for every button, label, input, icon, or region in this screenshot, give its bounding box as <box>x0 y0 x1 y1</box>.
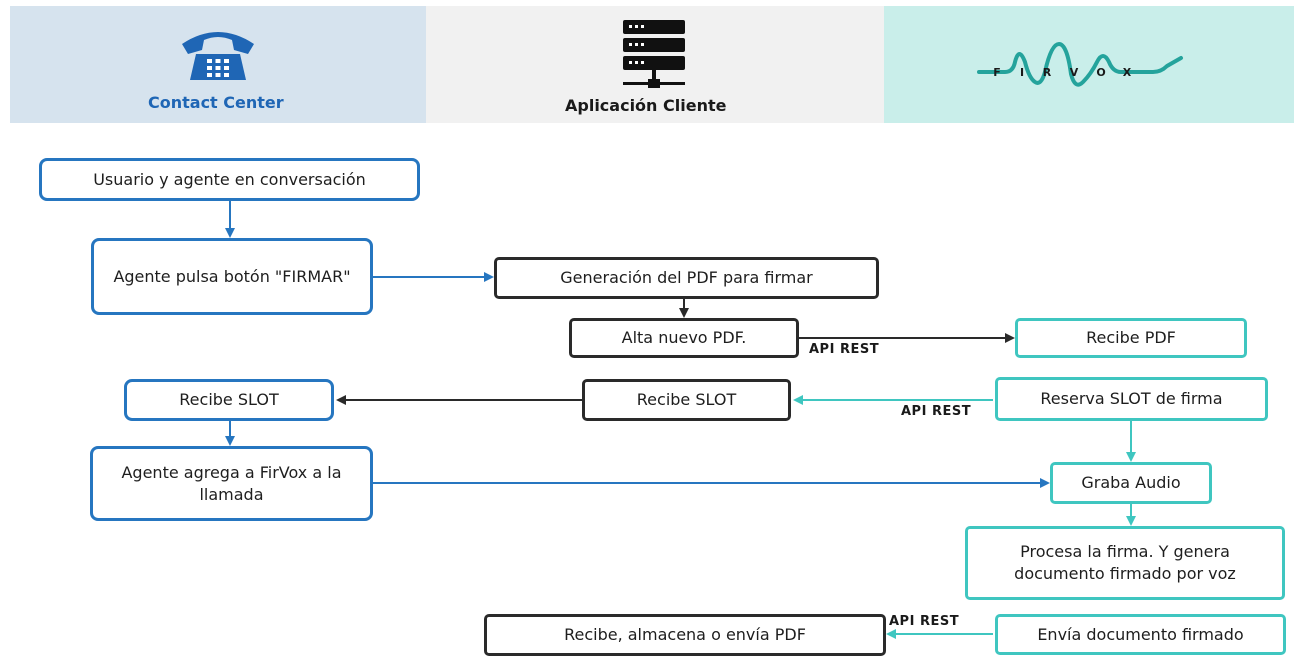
telephone-icon <box>182 32 254 80</box>
contact-center-label: Contact Center <box>148 93 284 112</box>
svg-text:I: I <box>1020 66 1024 79</box>
svg-text:R: R <box>1043 66 1052 79</box>
node-agent-presses-sign: Agente pulsa botón "FIRMAR" <box>91 238 373 315</box>
node-receive-slot-cc: Recibe SLOT <box>124 379 334 421</box>
node-user-agent-conversation: Usuario y agente en conversación <box>39 158 420 201</box>
api-rest-label-3: API REST <box>889 614 960 629</box>
svg-text:F: F <box>993 66 1001 79</box>
api-rest-label-2: API REST <box>901 404 972 419</box>
firvox-logo: F I R V O X <box>977 42 1183 87</box>
server-icon <box>623 20 685 88</box>
firvox-lane-header <box>884 6 1294 123</box>
node-reserve-slot: Reserva SLOT de firma <box>995 377 1268 421</box>
node-new-pdf: Alta nuevo PDF. <box>569 318 799 358</box>
svg-text:O: O <box>1096 66 1105 79</box>
node-receive-pdf: Recibe PDF <box>1015 318 1247 358</box>
api-rest-label-1: API REST <box>809 342 880 357</box>
node-record-audio: Graba Audio <box>1050 462 1212 504</box>
app-client-label: Aplicación Cliente <box>565 96 727 115</box>
svg-text:X: X <box>1123 66 1132 79</box>
node-agent-adds-firvox: Agente agrega a FirVox a la llamada <box>90 446 373 521</box>
node-send-signed-document: Envía documento firmado <box>995 614 1286 655</box>
node-generate-pdf: Generación del PDF para firmar <box>494 257 879 299</box>
node-process-signature: Procesa la firma. Y genera documento fir… <box>965 526 1285 600</box>
node-receive-store-send-pdf: Recibe, almacena o envía PDF <box>484 614 886 656</box>
node-receive-slot-app: Recibe SLOT <box>582 379 791 421</box>
svg-text:V: V <box>1070 66 1079 79</box>
